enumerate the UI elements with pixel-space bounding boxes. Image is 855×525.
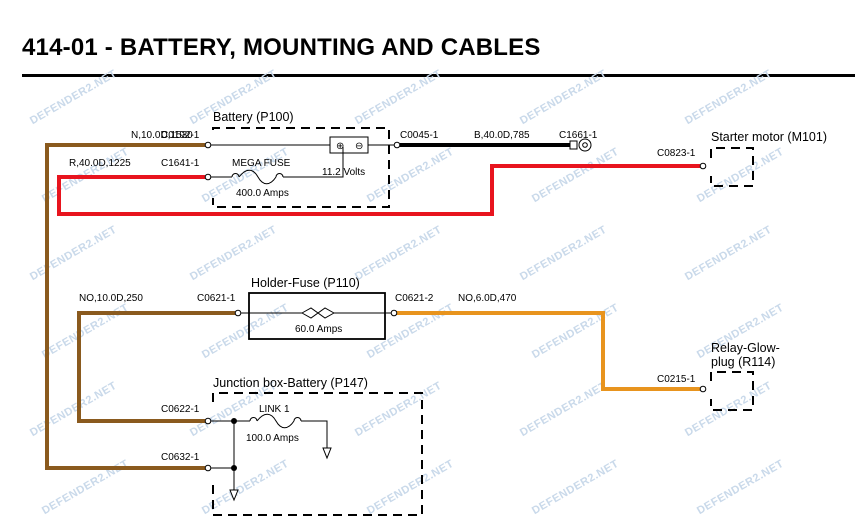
watermark-text: DEFENDER2.NET	[530, 458, 621, 517]
pin-c0622	[204, 417, 212, 425]
junction-frame	[212, 392, 423, 516]
wire-label-w5: NO,6.0D,470	[458, 293, 517, 304]
relay-label-2: plug (R114)	[711, 355, 775, 369]
watermark-text: DEFENDER2.NET	[683, 68, 774, 127]
pin-c0632	[204, 464, 212, 472]
battery-minus-symbol: ⊖	[355, 141, 363, 152]
watermark-text: DEFENDER2.NET	[695, 146, 786, 205]
wire-brown-branch	[77, 311, 235, 423]
mega-fuse-rating: 400.0 Amps	[236, 188, 289, 199]
mega-fuse-icon	[211, 147, 344, 185]
battery-voltage: 11.2 Volts	[322, 167, 365, 178]
watermark-text: DEFENDER2.NET	[518, 380, 609, 439]
pin-c0621-1	[234, 309, 242, 317]
pin-c0045	[393, 141, 401, 149]
conn-c1661: C1661-1	[559, 130, 598, 141]
watermark-text: DEFENDER2.NET	[530, 146, 621, 205]
relay-frame	[710, 371, 754, 411]
pin-c0192	[204, 141, 212, 149]
watermark-text: DEFENDER2.NET	[200, 302, 291, 361]
junction-label: Junction box-Battery (P147)	[213, 376, 368, 390]
watermark-text: DEFENDER2.NET	[518, 68, 609, 127]
conn-c0632: C0632-1	[161, 452, 200, 463]
ground-arrow-icon-1	[322, 447, 332, 460]
title-rule	[22, 74, 855, 77]
link-rating: 100.0 Amps	[246, 433, 299, 444]
wire-label-w4: NO,10.0D,250	[79, 293, 143, 304]
watermark-text: DEFENDER2.NET	[353, 224, 444, 283]
watermark-text: DEFENDER2.NET	[518, 224, 609, 283]
page-title: 414-01 - BATTERY, MOUNTING AND CABLES	[22, 34, 541, 61]
watermark-text: DEFENDER2.NET	[40, 302, 131, 361]
watermark-text: DEFENDER2.NET	[353, 68, 444, 127]
mega-fuse-label: MEGA FUSE	[232, 158, 291, 169]
wire-label-w3: B,40.0D,785	[474, 130, 530, 141]
watermark-text: DEFENDER2.NET	[28, 224, 119, 283]
ground-terminal	[569, 140, 578, 150]
watermark-text: DEFENDER2.NET	[28, 68, 119, 127]
conn-c0621-2: C0621-2	[395, 293, 434, 304]
ground-arrow-icon-2	[229, 489, 239, 502]
relay-label-1: Relay-Glow-	[711, 341, 780, 355]
link-label: LINK 1	[259, 404, 290, 415]
starter-label: Starter motor (M101)	[711, 130, 827, 144]
watermark-text: DEFENDER2.NET	[683, 224, 774, 283]
battery-label: Battery (P100)	[213, 110, 294, 124]
watermark-text: DEFENDER2.NET	[530, 302, 621, 361]
conn-c0622: C0622-1	[161, 404, 200, 415]
wire-orange	[396, 311, 700, 391]
conn-c0192: C0192-1	[161, 130, 200, 141]
battery-plus-symbol: ⊕	[336, 141, 344, 152]
conn-c0045: C0045-1	[400, 130, 439, 141]
pin-c0823	[699, 162, 707, 170]
pin-c0215	[699, 385, 707, 393]
watermark-text: DEFENDER2.NET	[188, 224, 279, 283]
holder-fuse-rating: 60.0 Amps	[295, 324, 342, 335]
holder-fuse-element	[301, 307, 335, 319]
wire-label-w1: N,10.0D,1530	[131, 130, 193, 141]
holder-fuse-box	[248, 292, 386, 340]
watermark-text: DEFENDER2.NET	[28, 380, 119, 439]
watermark-text: DEFENDER2.NET	[365, 302, 456, 361]
pin-c0621-2	[390, 309, 398, 317]
watermark-text: DEFENDER2.NET	[365, 458, 456, 517]
conn-c1641: C1641-1	[161, 158, 200, 169]
conn-c0215: C0215-1	[657, 374, 696, 385]
watermark-text: DEFENDER2.NET	[695, 458, 786, 517]
conn-c0823: C0823-1	[657, 148, 696, 159]
wire-brown-main	[45, 143, 205, 470]
watermark-text: DEFENDER2.NET	[365, 146, 456, 205]
wire-red	[57, 164, 700, 216]
conn-c0621-1: C0621-1	[197, 293, 236, 304]
battery-frame	[212, 127, 390, 208]
holder-fuse-label: Holder-Fuse (P110)	[251, 276, 360, 290]
ground-eyelet-inner	[582, 142, 588, 148]
wire-label-w2: R,40.0D,1225	[69, 158, 131, 169]
link-fuse-icon	[211, 413, 328, 448]
starter-frame	[710, 147, 754, 187]
pin-c1641	[204, 173, 212, 181]
